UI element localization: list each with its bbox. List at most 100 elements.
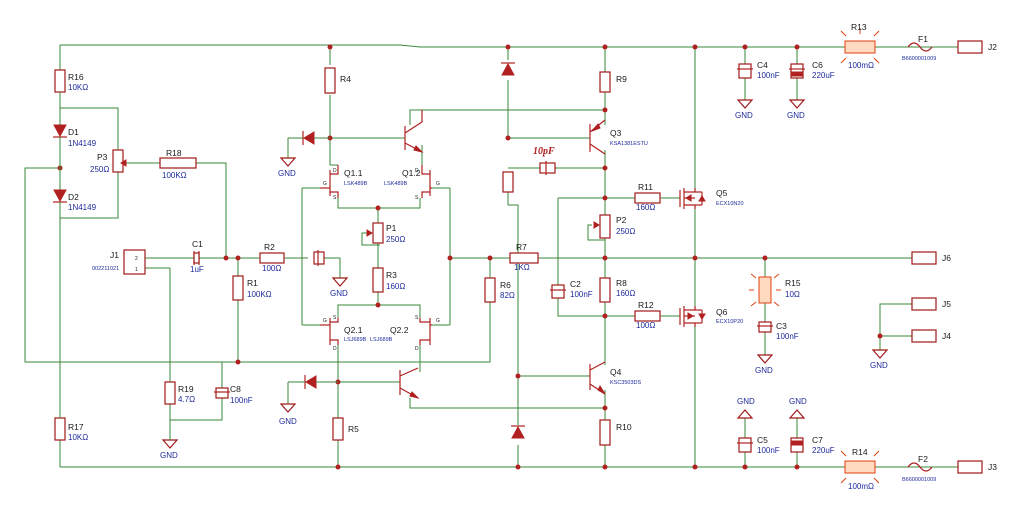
svg-text:D2: D2: [68, 192, 79, 202]
svg-text:LSJ689B: LSJ689B: [370, 337, 393, 343]
svg-text:S: S: [415, 315, 419, 321]
jfet-q1-1: G D S Q1.1 LSK489B: [320, 165, 368, 201]
resistor-r2: R2 100Ω: [259, 242, 285, 273]
svg-text:1: 1: [135, 267, 138, 273]
svg-text:100mΩ: 100mΩ: [848, 482, 874, 491]
svg-text:10KΩ: 10KΩ: [68, 83, 88, 92]
ground-c7: GND: [788, 397, 807, 419]
svg-text:Q6: Q6: [716, 307, 728, 317]
svg-text:R8: R8: [616, 278, 627, 288]
potentiometer-p3: P3 250Ω: [90, 149, 127, 174]
svg-text:B6600001009: B6600001009: [902, 477, 936, 483]
svg-text:P1: P1: [386, 223, 397, 233]
svg-text:R14: R14: [852, 447, 868, 457]
svg-text:100nF: 100nF: [757, 71, 780, 80]
resistor-r18: R18 100KΩ: [159, 148, 197, 180]
svg-text:R7: R7: [516, 242, 527, 252]
svg-text:GND: GND: [735, 111, 753, 120]
svg-text:1uF: 1uF: [190, 265, 204, 274]
svg-text:220uF: 220uF: [812, 71, 835, 80]
capacitor-c1: C1 1uF: [190, 239, 204, 274]
svg-text:Q1.1: Q1.1: [344, 168, 363, 178]
svg-text:C1: C1: [192, 239, 203, 249]
svg-text:100KΩ: 100KΩ: [247, 290, 272, 299]
resistor-feedback: [502, 171, 514, 193]
svg-text:GND: GND: [279, 417, 297, 426]
svg-text:J2: J2: [988, 42, 997, 52]
svg-text:S: S: [415, 195, 419, 201]
svg-text:10pF: 10pF: [533, 146, 555, 157]
jfet-q2-1: G S D Q2.1 LSJ689B: [320, 315, 367, 352]
connector-j6: J6: [911, 251, 951, 265]
svg-text:100nF: 100nF: [776, 332, 799, 341]
svg-text:R10: R10: [616, 422, 632, 432]
led-top-fet: [288, 131, 330, 145]
connector-j1: 2 1 J1 002211021: [92, 249, 146, 275]
svg-text:4.7Ω: 4.7Ω: [178, 395, 195, 404]
svg-text:GND: GND: [787, 111, 805, 120]
resistor-r8: R8 160Ω: [599, 277, 635, 303]
svg-text:GND: GND: [160, 451, 178, 460]
svg-text:Q2.2: Q2.2: [390, 325, 409, 335]
mosfet-q5: Q5 ECX10N20: [679, 188, 744, 209]
svg-text:ECX10P20: ECX10P20: [716, 319, 743, 325]
svg-text:1N4149: 1N4149: [68, 139, 97, 148]
svg-text:100nF: 100nF: [230, 396, 253, 405]
svg-text:R2: R2: [264, 242, 275, 252]
svg-text:100KΩ: 100KΩ: [162, 171, 187, 180]
connector-j4: J4: [911, 329, 951, 343]
bjt-q4: Q4 KSC3503DS: [589, 361, 642, 395]
svg-text:100mΩ: 100mΩ: [848, 61, 874, 70]
svg-text:J1: J1: [110, 250, 119, 260]
svg-text:C7: C7: [812, 435, 823, 445]
resistor-r4: R4: [324, 67, 351, 94]
potentiometer-p1: P1 250Ω: [366, 222, 405, 244]
svg-text:G: G: [436, 318, 440, 324]
svg-text:LSJ689B: LSJ689B: [344, 337, 367, 343]
resistor-r11: R11 160Ω: [634, 182, 661, 212]
svg-text:002211021: 002211021: [92, 266, 119, 272]
svg-text:LSK489B: LSK489B: [344, 181, 368, 187]
svg-text:LSK489B: LSK489B: [384, 181, 408, 187]
svg-text:R19: R19: [178, 384, 194, 394]
led-vas-top: [501, 62, 515, 76]
svg-text:KSC3503DS: KSC3503DS: [610, 380, 642, 386]
capacitor-c4: C4 100nF: [737, 60, 780, 80]
svg-text:D: D: [333, 346, 337, 352]
svg-text:J4: J4: [942, 331, 951, 341]
capacitor-c5: C5 100nF: [737, 435, 780, 455]
svg-text:R11: R11: [638, 182, 653, 192]
svg-text:Q1.2: Q1.2: [402, 168, 421, 178]
connector-j5: J5: [911, 297, 951, 311]
svg-text:GND: GND: [278, 169, 296, 178]
ground-j1: GND: [160, 420, 179, 460]
svg-text:R3: R3: [386, 270, 397, 280]
resistor-r1: R1 100KΩ: [232, 275, 272, 301]
svg-text:R16: R16: [68, 72, 84, 82]
resistor-r10: R10: [599, 419, 632, 446]
svg-text:C5: C5: [757, 435, 768, 445]
svg-text:S: S: [333, 315, 337, 321]
connector-j2: J2: [957, 40, 997, 54]
capacitor-c6: C6 220uF: [789, 60, 835, 80]
svg-text:G: G: [323, 181, 327, 187]
resistor-r16: R16 10KΩ: [54, 69, 88, 93]
resistor-r6: R6 82Ω: [484, 277, 515, 303]
svg-text:D: D: [333, 168, 337, 174]
svg-text:160Ω: 160Ω: [636, 203, 655, 212]
resistor-r3: R3 160Ω: [372, 267, 405, 293]
resistor-r14: R14 100mΩ: [840, 447, 880, 491]
svg-text:250Ω: 250Ω: [386, 235, 405, 244]
resistor-r5: R5: [332, 417, 359, 441]
svg-text:S: S: [333, 195, 337, 201]
resistor-r12: R12 100Ω: [634, 300, 661, 330]
capacitor-input-bypass: [313, 250, 325, 266]
svg-text:ECX10N20: ECX10N20: [716, 201, 744, 207]
svg-text:GND: GND: [789, 397, 807, 406]
ground-zobel: GND: [755, 354, 774, 375]
svg-text:D: D: [415, 168, 419, 174]
bjt-q3: Q3 KSA1381ESTU: [589, 119, 648, 155]
capacitor-c7: C7 220uF: [790, 435, 835, 455]
svg-text:R13: R13: [851, 22, 867, 32]
